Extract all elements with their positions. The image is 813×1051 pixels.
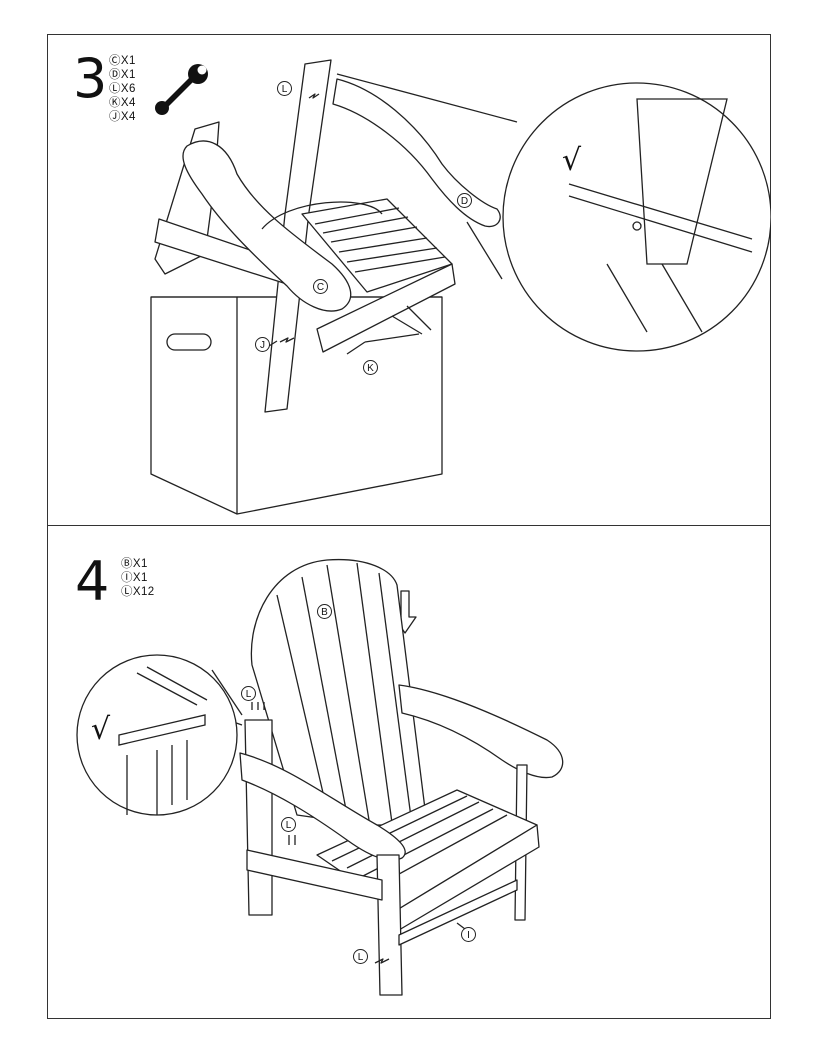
parts-list: ⒷX1 ⒾX1 ⓁX12 bbox=[121, 557, 155, 599]
step-4-panel: 4 ⒷX1 ⒾX1 ⓁX12 bbox=[47, 525, 771, 1019]
callout-i: I bbox=[461, 927, 476, 942]
step-number: 4 bbox=[75, 550, 110, 613]
check-mark-icon: √ bbox=[562, 143, 582, 178]
callout-j: J bbox=[255, 337, 270, 352]
callout-d: D bbox=[457, 193, 472, 208]
left-rear-leg bbox=[244, 719, 273, 916]
armrest-c bbox=[182, 140, 352, 312]
callout-b: B bbox=[317, 604, 332, 619]
step-4-illustration bbox=[76, 558, 564, 996]
front-rail bbox=[316, 263, 456, 353]
screw-j bbox=[279, 337, 295, 343]
screw-l-bottom bbox=[374, 958, 390, 964]
part-count-l: ⓁX6 bbox=[109, 83, 136, 95]
wrench-icon bbox=[155, 64, 208, 115]
parts-list: ⒸX1 ⒹX1 ⓁX6 ⓀX4 ⒿX4 bbox=[109, 54, 136, 124]
brace-k bbox=[391, 305, 432, 335]
step-number: 3 bbox=[73, 47, 108, 110]
left-front-leg bbox=[376, 854, 403, 996]
part-count-k: ⓀX4 bbox=[109, 97, 136, 109]
backrest-b bbox=[250, 558, 428, 826]
callout-k: K bbox=[363, 360, 378, 375]
armrest-d bbox=[332, 78, 501, 228]
chair-rear-leg bbox=[264, 59, 332, 413]
part-count-d: ⒹX1 bbox=[109, 69, 136, 81]
callout-l-top: L bbox=[241, 686, 256, 701]
part-count-l: ⓁX12 bbox=[121, 586, 155, 598]
part-count-j: ⒿX4 bbox=[109, 111, 136, 123]
screws-l-top bbox=[251, 702, 265, 710]
stretcher-i bbox=[398, 879, 518, 946]
screws-l-mid bbox=[288, 835, 296, 845]
magnifier-leader bbox=[211, 669, 243, 716]
callout-c: C bbox=[313, 279, 328, 294]
part-count-i: ⒾX1 bbox=[121, 572, 148, 584]
step-divider bbox=[47, 525, 771, 526]
part-count-c: ⒸX1 bbox=[109, 55, 136, 67]
magnifier-detail bbox=[76, 654, 238, 816]
callout-l: L bbox=[277, 81, 292, 96]
magnifier-detail bbox=[502, 82, 771, 352]
callout-l-mid: L bbox=[281, 817, 296, 832]
instruction-page-frame bbox=[47, 34, 771, 1019]
part-count-b: ⒷX1 bbox=[121, 558, 148, 570]
screw-l bbox=[308, 93, 320, 99]
step-3-panel: 3 ⒸX1 ⒹX1 ⓁX6 ⓀX4 ⒿX4 bbox=[47, 34, 771, 525]
armrest-right bbox=[398, 684, 564, 779]
check-mark-icon: √ bbox=[91, 712, 111, 747]
magnifier-leader bbox=[336, 73, 518, 123]
step-3-illustration bbox=[150, 59, 771, 515]
armrest-left bbox=[239, 752, 406, 861]
callout-l-bottom: L bbox=[353, 949, 368, 964]
